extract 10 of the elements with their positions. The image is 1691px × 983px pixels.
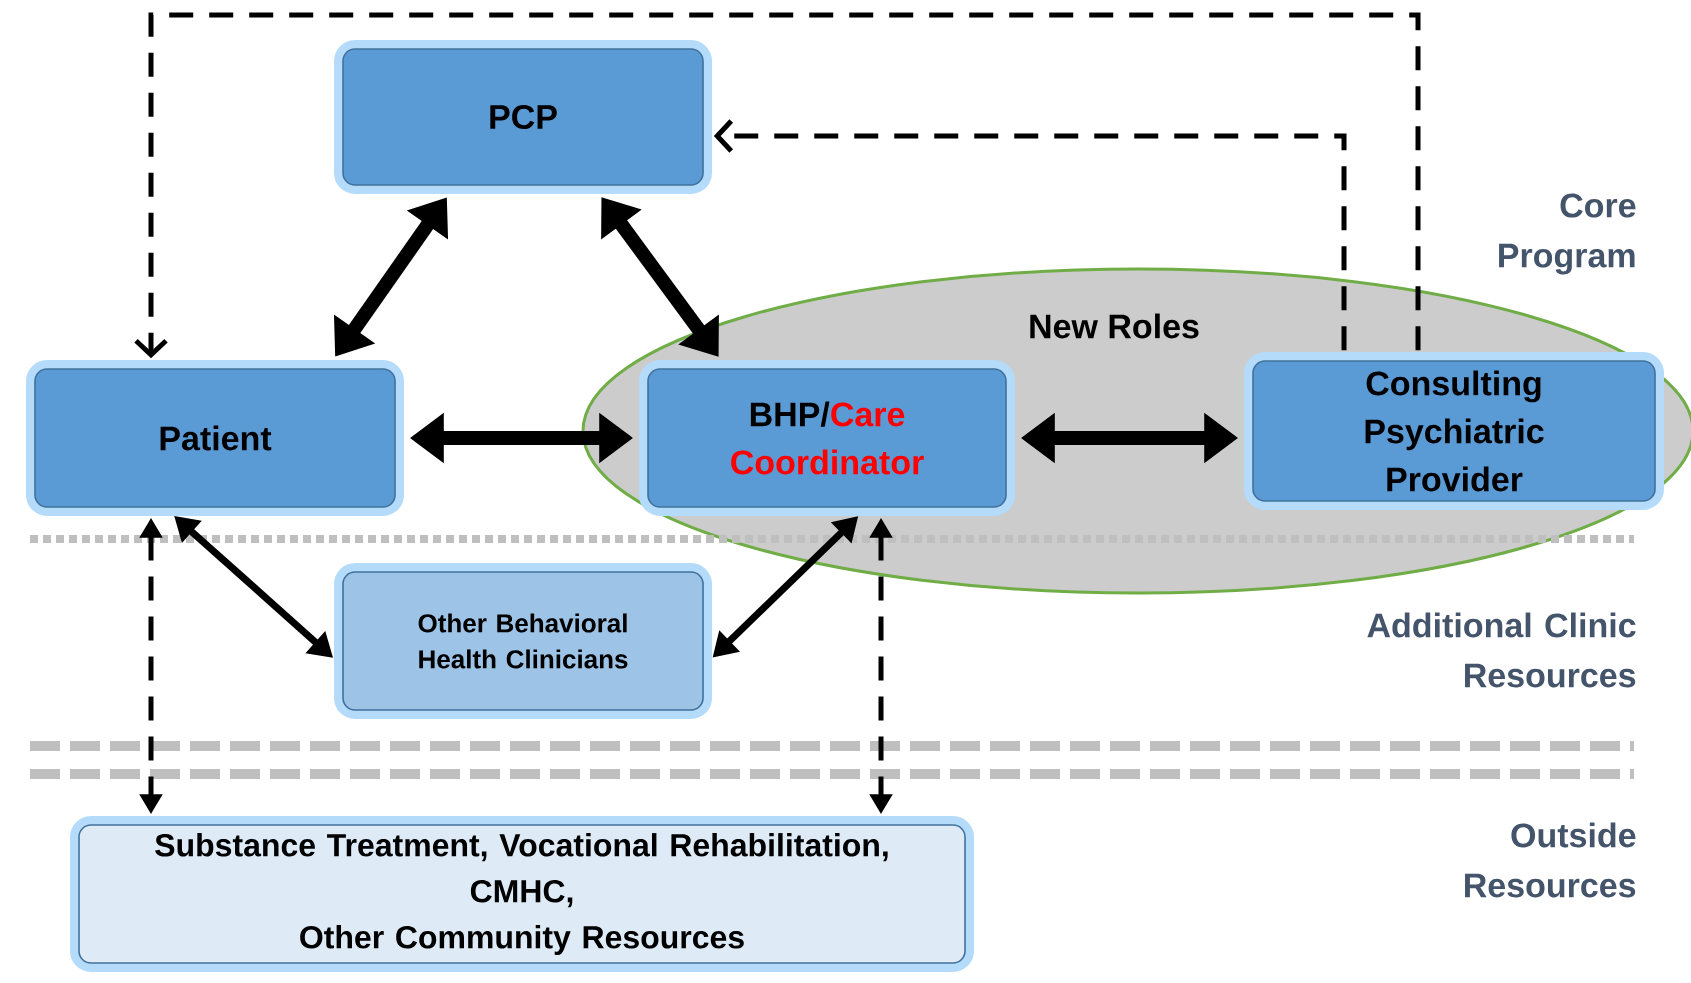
arrow [713, 119, 1347, 351]
role-box: BHP/Care Coordinator [639, 360, 1015, 516]
section-label: Additional Clinic Resources [1367, 612, 1636, 688]
role-box: PCP [334, 40, 712, 194]
role-box: Other Behavioral Health Clinicians [334, 563, 712, 719]
role-box: Patient [26, 360, 404, 516]
arrow [134, 12, 1421, 359]
section-label: Outside Resources [1465, 822, 1636, 898]
role-box: Consulting Psychiatric Provider [1244, 352, 1664, 510]
role-box: Substance Treatment, Vocational Rehabilitation, CMHC, Other Community Resources [70, 816, 974, 972]
